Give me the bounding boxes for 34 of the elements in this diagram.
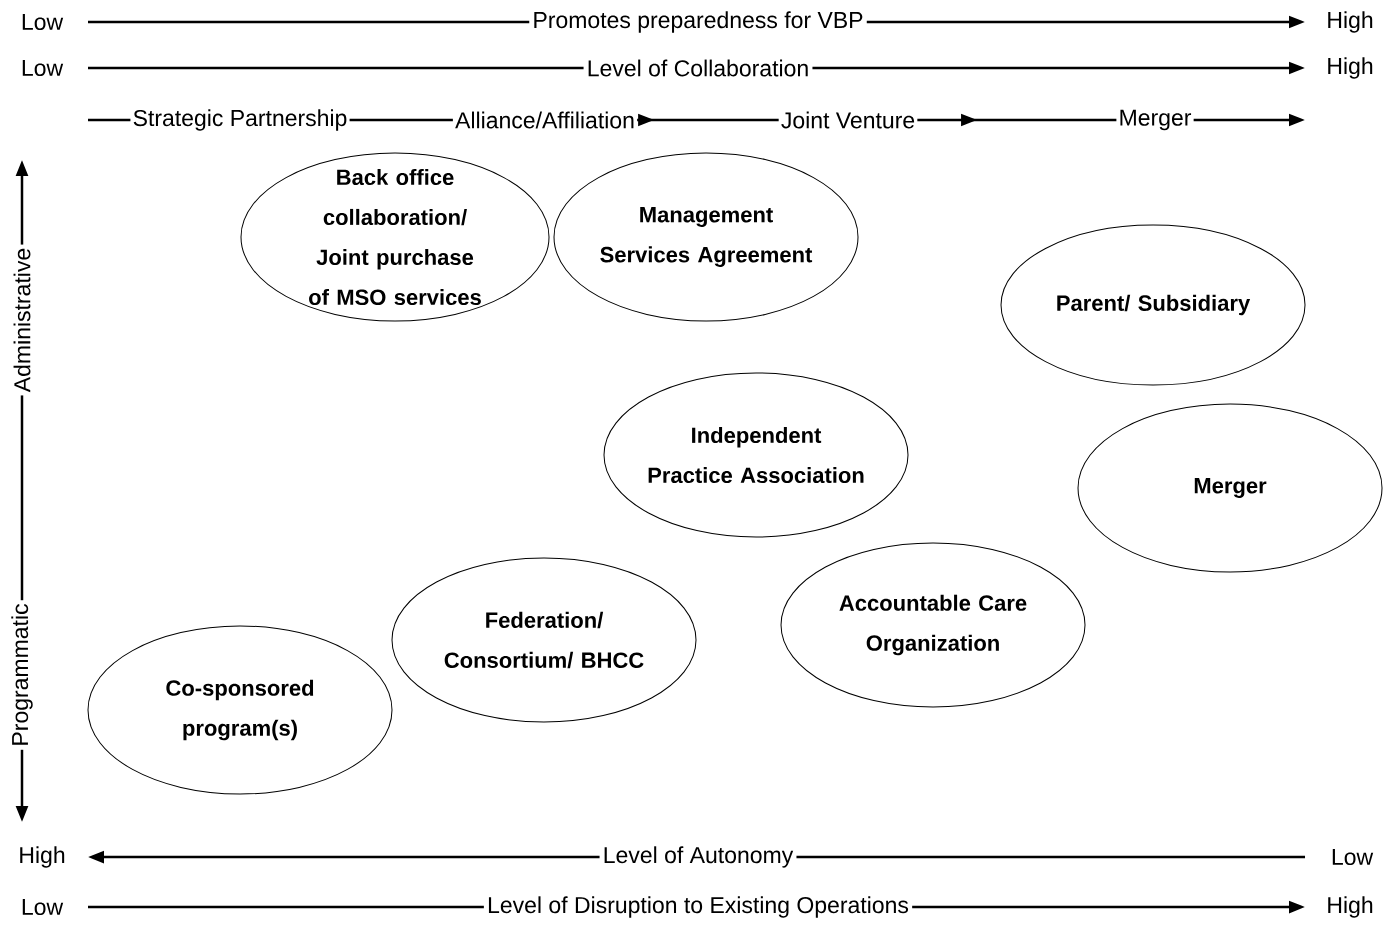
ellipse [1000, 224, 1306, 386]
ellipse-text: Parent/ Subsidiary [1057, 294, 1251, 316]
axis-label: Level of Disruption to Existing Operations [488, 896, 909, 918]
ellipse [603, 372, 909, 538]
axis-label: Low [22, 14, 64, 30]
ellipse [87, 625, 393, 795]
axis-label: High [20, 846, 65, 868]
stage-label: Joint Venture [781, 111, 915, 129]
axis-label: High [1328, 11, 1373, 33]
ellipse-text: Accountable Care Organization [839, 594, 1027, 656]
axis-label: High [1328, 57, 1373, 79]
stage-label: Strategic Partnership [133, 109, 347, 131]
axis-label: Promotes preparedness for VBP [534, 11, 863, 33]
ellipse-text: Management Services Agreement [600, 207, 813, 267]
ellipse [1077, 403, 1383, 573]
ellipse [391, 557, 697, 723]
axis-label: High [1328, 896, 1373, 918]
ellipse [553, 152, 859, 322]
ellipse [240, 152, 550, 322]
axis-label: Level of Autonomy [604, 846, 794, 868]
axis-label: Programmatic [11, 604, 33, 745]
ellipse [780, 542, 1086, 708]
ellipse-text: Independent Practice Association [648, 426, 864, 484]
axis-label: Low [22, 899, 64, 916]
axis-label: Level of Collaboration [588, 59, 808, 77]
ellipse-text: Federation/ Consortium/ BHCC [444, 611, 644, 669]
axis-label: Low [1332, 849, 1374, 866]
stage-label: Alliance/Affiliation [455, 111, 634, 129]
ellipse-text: Back office collaboration/ Joint purchase of MSO services [309, 168, 481, 306]
axis-label: Low [22, 60, 64, 76]
axis-label: Administrative [13, 248, 31, 393]
ellipse-text: Merger [1194, 478, 1267, 498]
stage-label: Merger [1120, 109, 1192, 131]
ellipse-text: Co-sponsored program(s) [166, 679, 314, 741]
